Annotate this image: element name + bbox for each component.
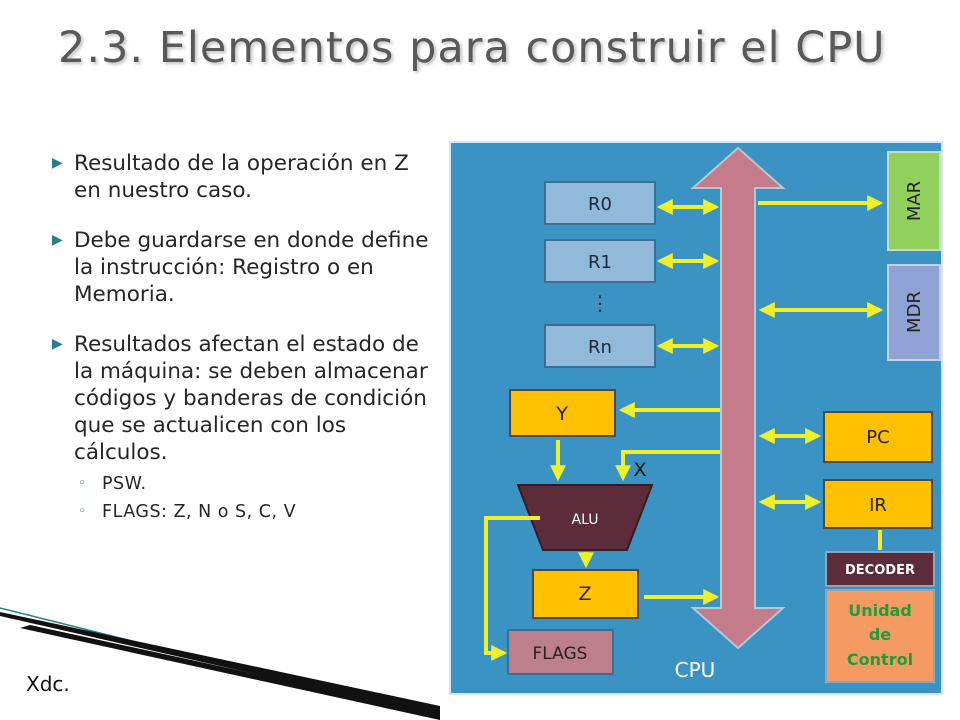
sub-bullet-text: PSW. [102,474,147,494]
control-unit-label-line1: Unidad [848,601,912,620]
sub-bullet-text: FLAGS: Z, N o S, C, V [102,502,297,522]
register-r0-label: R0 [588,194,612,215]
control-unit-label-line2: de [869,625,891,644]
arrow-bus-to-alu [615,450,720,482]
bullet-arrow-icon: ▶ [52,155,63,171]
bullet-text: Resultado de la operación en Z en nuestr… [74,151,409,203]
bullet-arrow-icon: ▶ [52,232,63,248]
bullet-arrow-icon: ▶ [52,336,63,352]
alu-block [516,484,654,551]
x-input-label: X [633,459,646,481]
register-r0 [544,181,656,225]
bullet-list: ▶ Resultado de la operación en Z en nues… [48,150,438,526]
pc-label: PC [866,427,889,448]
bullet-item: ▶ Debe guardarse en donde define la inst… [48,227,438,308]
register-z-label: Z [578,583,591,605]
sub-bullet-item: ◦ PSW. [48,470,438,498]
control-unit-block [825,589,935,683]
flags-register [507,629,614,675]
mar-label: MAR [904,181,925,221]
mar-register [887,151,941,251]
pc-register [823,411,933,463]
decoder-block [825,551,935,587]
bullet-item: ▶ Resultado de la operación en Z en nues… [48,150,438,204]
cpu-diagram: R0 R1 ⋮ Rn Y X ALU Z FLAGS CPU MAR MDR P… [449,141,943,695]
register-ellipsis: ⋮ [590,291,610,315]
footer-text: Xdc. [26,672,70,696]
ir-label: IR [869,495,887,516]
register-rn [544,324,656,368]
arrow-alu-to-flags [484,516,540,661]
cpu-label: CPU [675,658,716,682]
sub-bullet-item: ◦ FLAGS: Z, N o S, C, V [48,498,438,526]
register-y-label: Y [555,403,568,425]
system-bus [690,146,786,650]
mdr-label: MDR [904,291,925,333]
flags-label: FLAGS [533,644,588,664]
alu-label: ALU [572,512,599,528]
bullet-text: Resultados afectan el estado de la máqui… [74,332,428,465]
control-unit-label-line3: Control [847,650,913,669]
decoder-label: DECODER [845,563,915,578]
bullet-text: Debe guardarse en donde define la instru… [74,228,429,307]
register-r1 [544,239,656,283]
register-z [532,569,639,619]
bullet-item: ▶ Resultados afectan el estado de la máq… [48,331,438,466]
register-rn-label: Rn [588,337,612,358]
sub-bullet-circle-icon: ◦ [78,504,87,519]
register-y [509,389,616,437]
mdr-register [887,264,941,361]
register-r1-label: R1 [588,252,612,273]
sub-bullet-circle-icon: ◦ [78,476,87,491]
ir-register [823,479,933,529]
slide-title: 2.3. Elementos para construir el CPU [58,23,886,73]
